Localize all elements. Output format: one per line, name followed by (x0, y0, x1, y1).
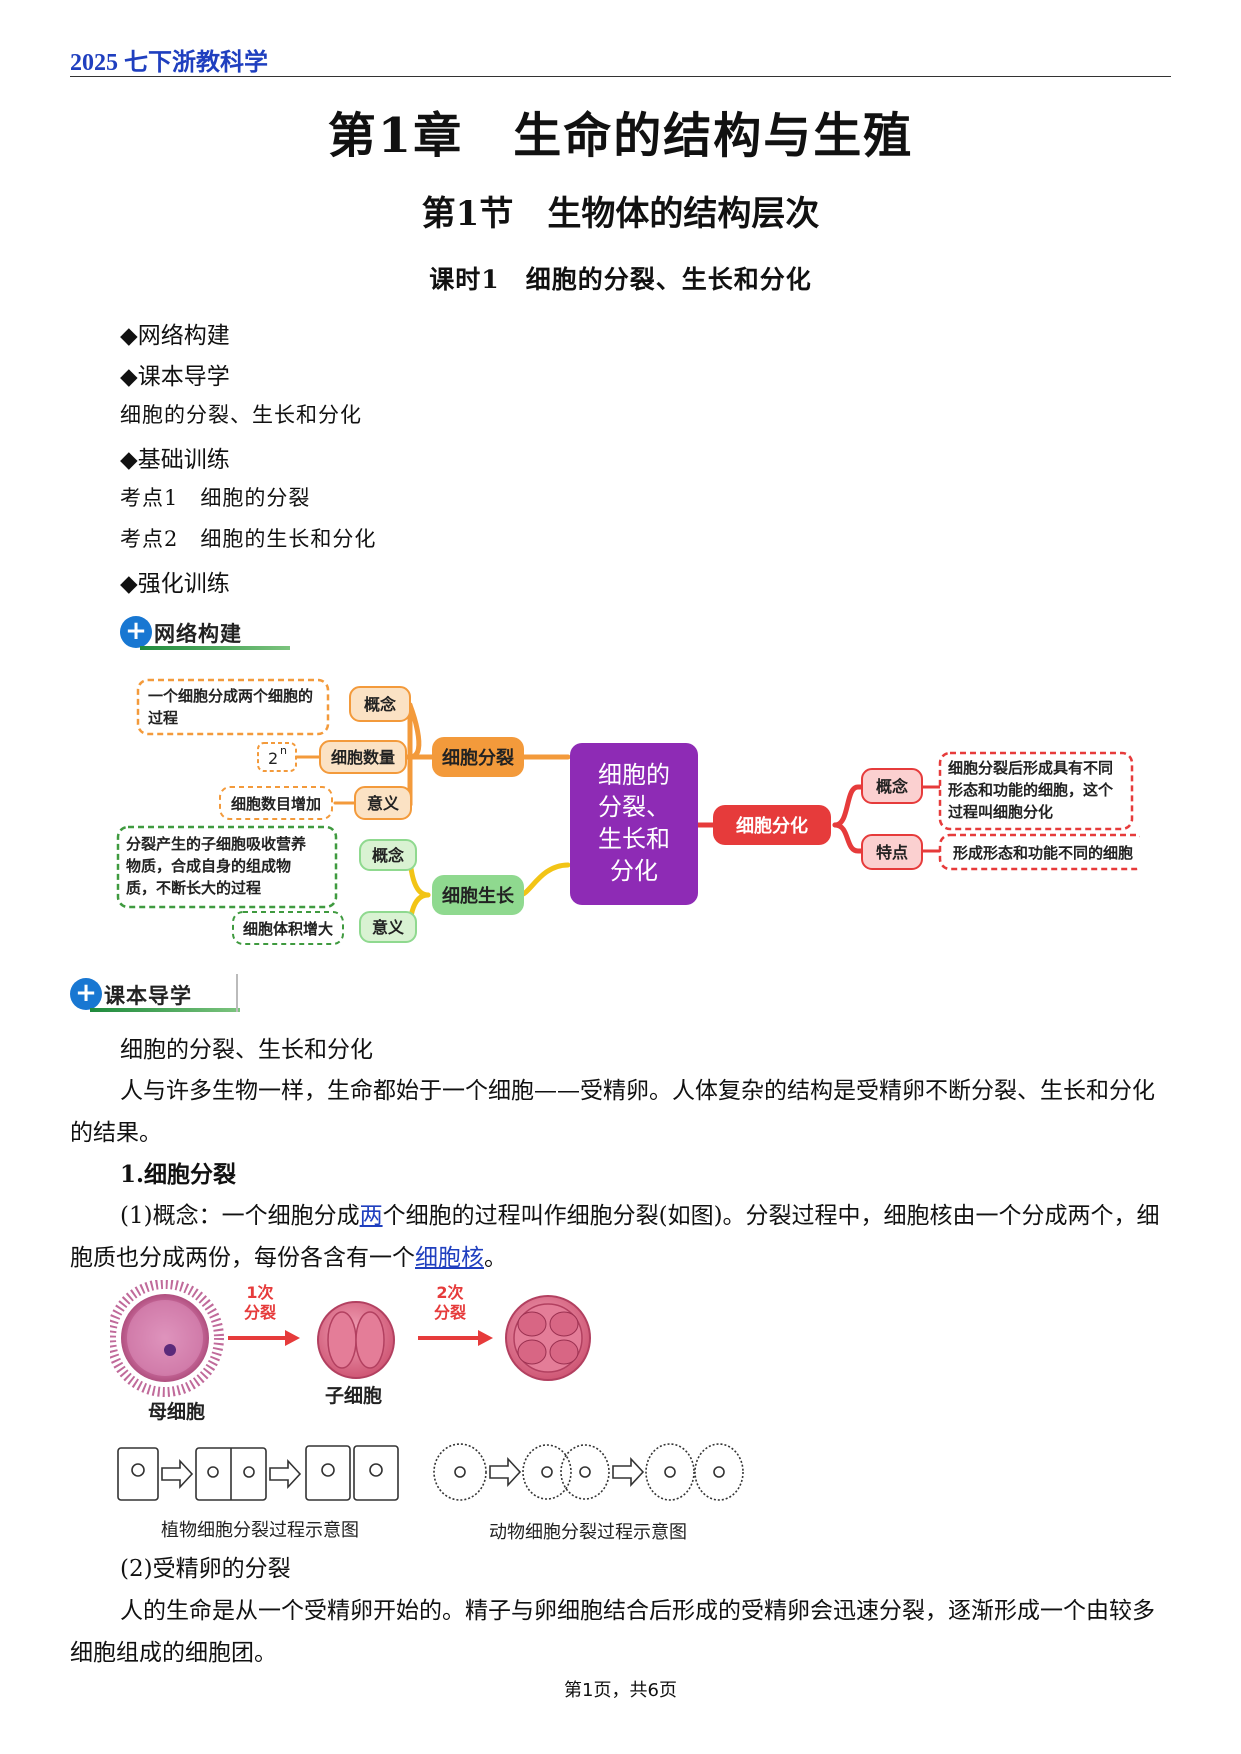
plant-division-icon (117, 1445, 399, 1501)
division-concept-text-1: 一个细胞分成两个细胞的 (148, 687, 313, 705)
animal-caption: 动物细胞分裂过程示意图 (489, 1522, 687, 1543)
division-concept-label: 概念 (364, 695, 397, 714)
center-node (570, 743, 698, 905)
center-line-2: 分裂、 (598, 793, 670, 821)
header-title: 2025 七下浙教科学 (70, 50, 268, 76)
division-count-label: 细胞数量 (331, 748, 395, 767)
diff-feature-label: 特点 (876, 843, 908, 862)
section-title: 第1节 生物体的结构层次 (421, 194, 820, 234)
header-divider (70, 76, 1171, 77)
plus-icon: + (120, 616, 152, 648)
textbook-badge: + 课本导学 (70, 976, 240, 1014)
diff-feature-text: 形成形态和功能不同的细胞 (953, 844, 1133, 862)
toc-network[interactable]: ◆网络构建 (120, 323, 230, 349)
division-node (432, 737, 524, 777)
division-count-base: 2 (268, 749, 278, 768)
growth-meaning-text: 细胞体积增大 (243, 920, 333, 938)
growth-concept-box (116, 825, 338, 909)
division-count-box (257, 742, 297, 772)
growth-concept-label-box (359, 839, 417, 871)
arrow-right-icon (228, 1330, 300, 1346)
diff-feature-box (938, 833, 1140, 871)
growth-concept-label: 概念 (372, 846, 405, 865)
s1-fertilized-paragraph: 人的生命是从一个受精卵开始的。精子与卵细胞结合后形成的受精卵会迅速分裂，逐渐形成… (70, 1598, 1155, 1666)
page-footer: 第1页，共6页 (564, 1680, 677, 1701)
arrow1-line1: 1次 (246, 1283, 273, 1302)
division-concept-label-box (349, 686, 411, 722)
body-intro: 人与许多生物一样，生命都始于一个细胞——受精卵。人体复杂的结构是受精卵不断分裂、… (70, 1078, 1155, 1146)
body-heading: 细胞的分裂、生长和分化 (120, 1037, 373, 1063)
link-diff-feature (832, 822, 875, 854)
link-center-growth (517, 862, 571, 898)
mind-map: 一个细胞分成两个细胞的 过程 概念 2 n 细胞数量 细胞数目增加 意义 细胞分… (116, 678, 1140, 945)
diff-concept-box (938, 751, 1134, 831)
four-cell-icon (505, 1295, 591, 1381)
differentiation-node-label: 细胞分化 (736, 815, 808, 837)
s1-text-b: 个细胞的过程叫作细胞分裂(如图)。分裂过程中，细胞核由一个分成两个，细胞质也分成… (70, 1203, 1160, 1271)
division-meaning-label: 意义 (367, 794, 399, 813)
toc-textbook-sub[interactable]: 细胞的分裂、生长和分化 (120, 403, 362, 427)
toc-basic[interactable]: ◆基础训练 (120, 447, 230, 473)
division-count-exp: n (280, 744, 287, 757)
s1-link-nucleus[interactable]: 细胞核 (415, 1245, 484, 1271)
s1-text-c: 。 (484, 1245, 507, 1271)
growth-node-label: 细胞生长 (442, 885, 515, 907)
diff-concept-label: 概念 (876, 777, 909, 796)
growth-concept-text-1: 分裂产生的子细胞吸收营养 (126, 835, 307, 853)
arrow1-line2: 分裂 (244, 1303, 276, 1322)
cell-division-figure: 母细胞 1次 分裂 子细胞 2次 分裂 植物细 (110, 1280, 744, 1543)
diff-concept-text-1: 细胞分裂后形成具有不同 (948, 759, 1113, 777)
arrow2-line1: 2次 (436, 1283, 463, 1302)
s1-title: 1.细胞分裂 (120, 1161, 237, 1188)
two-cell-icon (317, 1301, 395, 1379)
toc-strengthen[interactable]: ◆强化训练 (120, 571, 230, 597)
badge-divider (236, 974, 238, 1012)
diff-concept-text-2: 形态和功能的细胞，这个 (948, 781, 1114, 799)
mother-label: 母细胞 (148, 1400, 205, 1423)
s1-link-two[interactable]: 两 (359, 1203, 383, 1229)
badge-underline (140, 646, 290, 650)
daughter-label: 子细胞 (325, 1384, 382, 1407)
lesson-title: 课时1 细胞的分裂、生长和分化 (429, 265, 812, 294)
division-node-label: 细胞分裂 (442, 747, 514, 769)
division-meaning-box (219, 786, 333, 820)
division-meaning-text: 细胞数目增加 (231, 795, 321, 813)
chapter-title: 第1章 生命的结构与生殖 (327, 108, 914, 164)
division-concept-text-2: 过程 (148, 709, 178, 727)
division-count-label-box (319, 740, 407, 774)
arrow2-line2: 分裂 (434, 1303, 466, 1322)
arrow-right-icon (418, 1330, 493, 1346)
growth-concept-text-3: 质，不断长大的过程 (126, 879, 261, 897)
center-line-4: 分化 (610, 857, 658, 885)
animal-division-icon (433, 1443, 744, 1501)
plus-icon: + (70, 978, 102, 1010)
textbook-badge-label: 课本导学 (104, 984, 192, 1008)
s1-concept-paragraph: (1)概念：一个细胞分成两个细胞的过程叫作细胞分裂(如图)。分裂过程中，细胞核由… (70, 1195, 1171, 1279)
diff-feature-label-box (861, 834, 923, 870)
diff-concept-label-box (861, 768, 923, 804)
differentiation-node (713, 805, 831, 845)
network-badge: + 网络构建 (120, 614, 290, 652)
growth-concept-text-2: 物质，合成自身的组成物 (126, 857, 291, 875)
center-line-1: 细胞的 (598, 761, 670, 789)
growth-meaning-label-box (359, 911, 417, 943)
mother-cell-icon (110, 1280, 224, 1397)
plant-caption: 植物细胞分裂过程示意图 (161, 1520, 359, 1541)
growth-node (432, 875, 524, 915)
center-line-3: 生长和 (598, 825, 670, 853)
toc-basic-sub1[interactable]: 考点1 细胞的分裂 (120, 486, 311, 510)
division-concept-box (136, 678, 330, 736)
badge-underline (90, 1008, 240, 1012)
growth-meaning-label: 意义 (372, 918, 404, 937)
toc-basic-sub2[interactable]: 考点2 细胞的生长和分化 (120, 527, 377, 551)
s1-fertilized-heading: (2)受精卵的分裂 (120, 1556, 291, 1582)
growth-meaning-box (232, 911, 344, 945)
s1-text-a: (1)概念：一个细胞分成 (120, 1203, 360, 1229)
toc-textbook[interactable]: ◆课本导学 (120, 364, 230, 390)
network-badge-label: 网络构建 (154, 622, 242, 646)
division-meaning-label-box (354, 786, 412, 820)
diff-concept-text-3: 过程叫细胞分化 (948, 803, 1053, 821)
